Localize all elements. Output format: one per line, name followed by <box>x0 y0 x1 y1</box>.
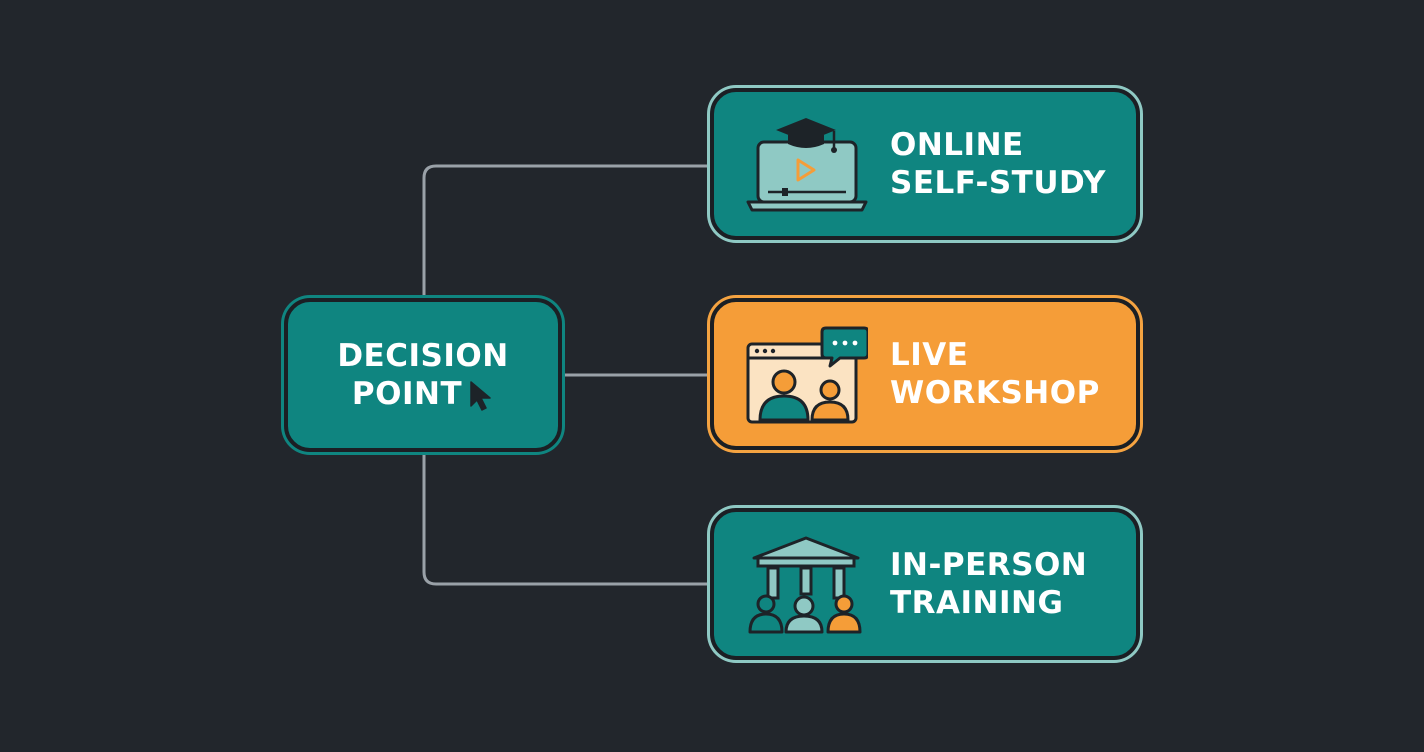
laptop-graduation-cap-icon <box>746 118 868 212</box>
decision-line-1: DECISION <box>337 338 509 374</box>
decision-point-node[interactable]: DECISION POINT <box>284 298 562 452</box>
option-workshop-line-2: WORKSHOP <box>890 375 1100 411</box>
decision-point-label: DECISION POINT <box>337 337 508 413</box>
decision-line-2: POINT <box>351 376 463 412</box>
building-group-icon <box>748 536 862 634</box>
option-workshop-line-1: LIVE <box>890 337 969 373</box>
option-workshop-label: LIVE WORKSHOP <box>890 336 1100 412</box>
option-live-workshop[interactable]: LIVE WORKSHOP <box>710 298 1140 450</box>
option-online-self-study[interactable]: ONLINE SELF-STUDY <box>710 88 1140 240</box>
option-online-line-1: ONLINE <box>890 127 1024 163</box>
option-inperson-line-1: IN-PERSON <box>890 547 1088 583</box>
video-call-chat-icon <box>746 326 868 424</box>
option-inperson-label: IN-PERSON TRAINING <box>890 546 1087 622</box>
option-online-label: ONLINE SELF-STUDY <box>890 126 1106 202</box>
option-online-line-2: SELF-STUDY <box>890 165 1106 201</box>
option-in-person-training[interactable]: IN-PERSON TRAINING <box>710 508 1140 660</box>
cursor-icon <box>470 381 491 411</box>
connector-online <box>422 164 710 298</box>
option-inperson-line-2: TRAINING <box>890 585 1064 621</box>
connector-inperson <box>422 452 710 586</box>
